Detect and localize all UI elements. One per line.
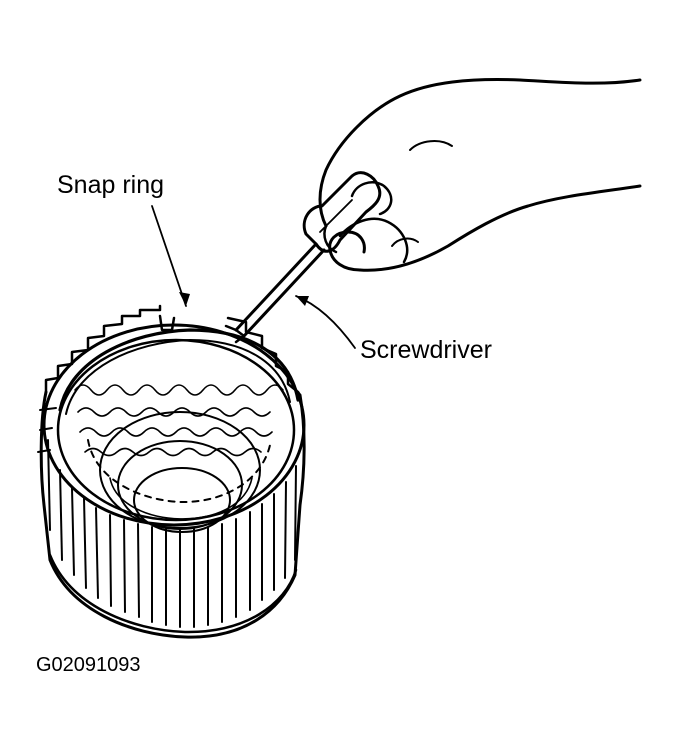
snap-ring-leader-line bbox=[151, 205, 190, 307]
snap-ring bbox=[58, 314, 300, 415]
clutch-drum bbox=[37, 304, 306, 639]
snap-ring-label: Snap ring bbox=[57, 171, 164, 199]
screwdriver-label: Screwdriver bbox=[360, 336, 492, 364]
hand bbox=[318, 78, 642, 272]
screwdriver bbox=[224, 171, 382, 344]
screwdriver-leader-line bbox=[295, 295, 356, 349]
figure-id: G02091093 bbox=[36, 654, 141, 676]
